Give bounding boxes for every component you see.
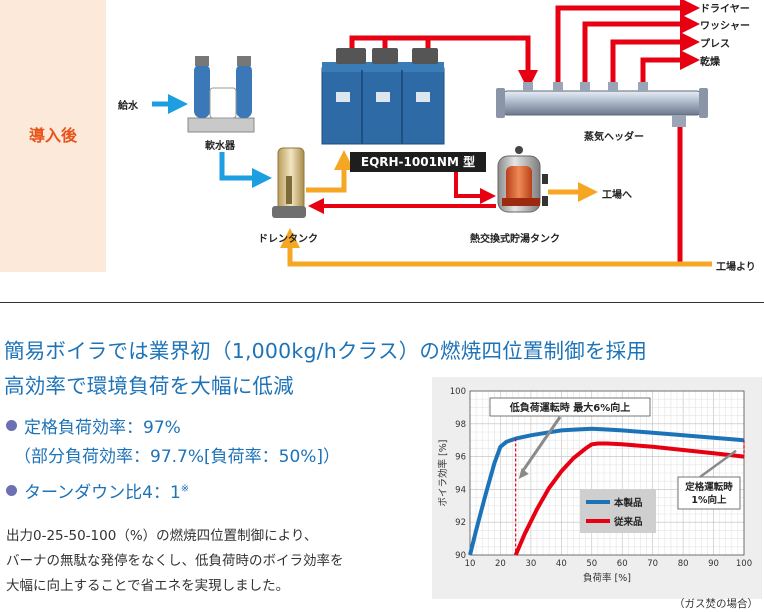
panel-label: 導入後 xyxy=(28,126,77,145)
press-label: プレス xyxy=(700,39,730,50)
description-line-1: 出力0-25-50-100（%）の燃焼四位置制御により、 xyxy=(6,528,318,544)
section-divider xyxy=(0,302,764,303)
washer-label: ワッシャー xyxy=(700,21,750,32)
y-axis-label: ボイラ効率 [%] xyxy=(437,440,449,507)
x-tick-label: 60 xyxy=(617,559,628,569)
x-tick-label: 10 xyxy=(465,559,476,569)
x-tick-label: 80 xyxy=(678,559,689,569)
y-tick-label: 100 xyxy=(450,387,466,397)
feed-water-label: 給水 xyxy=(118,101,138,112)
storage-tank-unit xyxy=(497,146,548,213)
headline-line1: 簡易ボイラでは業界初（1,000kg/hクラス）の燃焼四位置制御を採用 xyxy=(4,339,648,363)
return-line xyxy=(280,228,712,267)
before-after-panel: 導入後 xyxy=(0,0,106,272)
y-tick-label: 96 xyxy=(455,453,466,463)
drying-label: 乾燥 xyxy=(700,57,720,68)
legend-label: 本製品 xyxy=(614,497,643,509)
x-tick-label: 30 xyxy=(525,559,536,569)
plot-frame xyxy=(469,390,745,556)
headline-line2: 高効率で環境負荷を大幅に低減 xyxy=(4,374,294,398)
chart-series xyxy=(468,426,745,556)
steam-header-label: 蒸気ヘッダー xyxy=(584,132,644,143)
y-tick-label: 98 xyxy=(455,420,466,430)
model-badge: EQRH-1001NM 型 xyxy=(350,152,486,172)
storage-tank-label: 熱交換式貯湯タンク xyxy=(470,234,560,245)
chart-axes: 10 20 30 40 50 60 70 80 90 100 90 92 94 96 98 100 負荷率 [%… xyxy=(437,387,752,584)
x-axis-label: 負荷率 [%] xyxy=(583,572,631,584)
x-tick-label: 90 xyxy=(708,559,719,569)
anno-rated-box xyxy=(677,476,741,510)
anno-low-load-box xyxy=(489,397,651,417)
drain-to-boiler-line xyxy=(306,150,354,193)
x-tick-label: 50 xyxy=(586,559,597,569)
series-line-this-product xyxy=(468,426,745,556)
dryer-label: ドライヤー xyxy=(700,4,750,15)
description-line-3: 大幅に向上することで省エネを実現しました。 xyxy=(6,578,290,594)
anno-low-load-arrow xyxy=(522,416,562,471)
soft-water-line xyxy=(219,152,272,188)
anno-rated-text-1: 定格運転時 xyxy=(684,481,733,493)
bullet-turndown: ターンダウン比4：1※ xyxy=(24,478,189,503)
bullet-dot-1 xyxy=(6,420,17,431)
anno-rated-text-2: 1%向上 xyxy=(691,494,727,506)
x-tick-label: 40 xyxy=(556,559,567,569)
description-line-2: バーナの無駄な発停をなくし、低負荷時のボイラ効率を xyxy=(6,553,344,569)
gas-fired-note: （ガス焚の場合） xyxy=(674,598,758,610)
system-diagram xyxy=(152,0,712,267)
drain-tank-label: ドレンタンク xyxy=(258,234,318,245)
y-tick-label: 94 xyxy=(455,485,466,495)
softener-unit xyxy=(187,56,255,133)
steam-lines xyxy=(349,0,700,262)
softener-label: 軟水器 xyxy=(205,141,235,152)
x-tick-label: 70 xyxy=(647,559,658,569)
anno-low-load-arrowhead xyxy=(518,468,529,479)
drain-tank-unit xyxy=(272,147,306,218)
efficiency-chart: 10 20 30 40 50 60 70 80 90 100 90 92 94 96 98 100 負荷率 [%… xyxy=(437,387,752,584)
legend-label: 従来品 xyxy=(613,516,643,528)
turndown-text: ターンダウン比4：1 xyxy=(24,483,181,503)
legend-box xyxy=(580,489,656,533)
x-tick-label: 100 xyxy=(736,559,752,569)
series-line-conventional xyxy=(513,441,745,556)
to-factory-label: 工場へ xyxy=(602,190,632,201)
anno-low-load-text: 低負荷運転時 最大6%向上 xyxy=(509,401,630,414)
bullet-dot-2 xyxy=(6,485,17,496)
anno-rated-arrow xyxy=(699,449,737,479)
bullet-rated-efficiency: 定格負荷効率：97% xyxy=(24,418,181,438)
boiler-unit xyxy=(321,48,445,145)
description: 出力0-25-50-100（%）の燃焼四位置制御により、 バーナの無駄な発停をな… xyxy=(6,524,416,599)
footnote-mark: ※ xyxy=(180,483,190,495)
from-factory-label: 工場より xyxy=(716,262,756,273)
x-tick-label: 20 xyxy=(495,559,506,569)
y-tick-label: 92 xyxy=(455,518,466,528)
steam-header-unit xyxy=(496,82,708,127)
bullet-partial-efficiency: （部分負荷効率：97.7%[負荷率：50%]） xyxy=(14,447,341,467)
y-tick-label: 90 xyxy=(455,551,466,561)
